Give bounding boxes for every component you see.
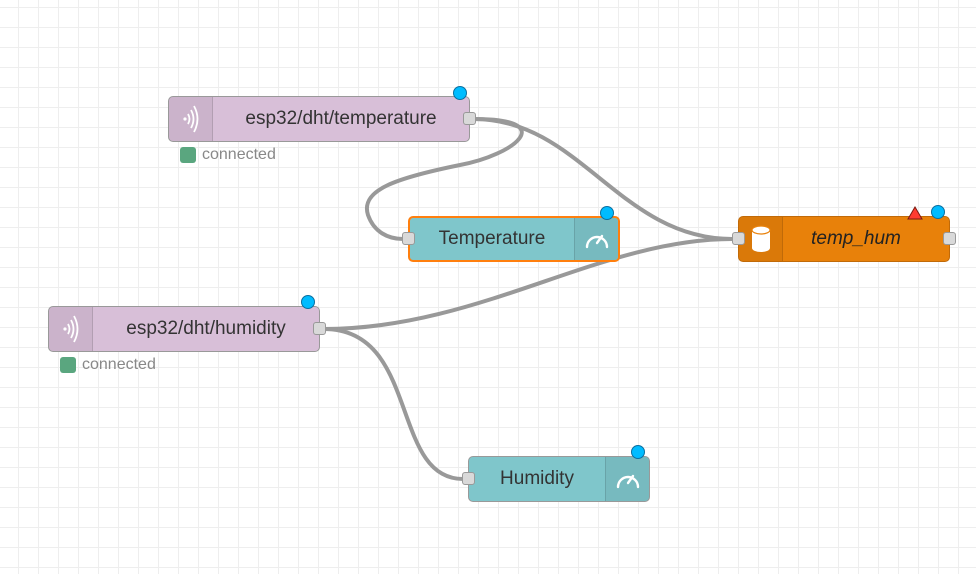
gauge-icon <box>605 457 649 501</box>
node-status-humidity: connected <box>60 356 156 374</box>
node-status-temperature: connected <box>180 146 276 164</box>
input-port[interactable] <box>462 472 475 485</box>
changed-indicator <box>600 206 614 220</box>
database-icon <box>739 217 783 261</box>
wire-humidity-to-gauge[interactable] <box>323 327 464 481</box>
mqtt-in-node-temperature[interactable]: esp32/dht/temperature <box>168 86 476 142</box>
node-label: esp32/dht/humidity <box>126 318 286 339</box>
changed-indicator <box>453 86 467 100</box>
output-port[interactable] <box>943 232 956 245</box>
node-label: esp32/dht/temperature <box>245 108 437 129</box>
node-label: Humidity <box>500 468 574 489</box>
changed-indicator <box>301 295 315 309</box>
node-label: Temperature <box>438 228 546 249</box>
status-square-icon <box>60 357 76 373</box>
gauge-node-temperature[interactable]: Temperature <box>402 206 620 262</box>
input-port[interactable] <box>732 232 745 245</box>
warning-triangle-icon <box>907 206 923 220</box>
mqtt-in-node-humidity[interactable]: esp32/dht/humidity <box>48 295 326 352</box>
status-text: connected <box>82 356 156 373</box>
database-node-temp-hum[interactable]: temp_hum <box>732 205 956 262</box>
status-text: connected <box>202 146 276 163</box>
output-port[interactable] <box>313 322 326 335</box>
radio-waves-icon <box>169 97 213 141</box>
changed-indicator <box>931 205 945 219</box>
input-port[interactable] <box>402 232 415 245</box>
gauge-node-humidity[interactable]: Humidity <box>462 445 650 502</box>
wire-humidity-to-db[interactable] <box>323 237 733 331</box>
output-port[interactable] <box>463 112 476 125</box>
status-square-icon <box>180 147 196 163</box>
node-label: temp_hum <box>811 228 901 249</box>
wire-temp-to-gauge[interactable] <box>364 117 524 241</box>
gauge-icon <box>574 218 618 260</box>
changed-indicator <box>631 445 645 459</box>
radio-waves-icon <box>49 307 93 351</box>
